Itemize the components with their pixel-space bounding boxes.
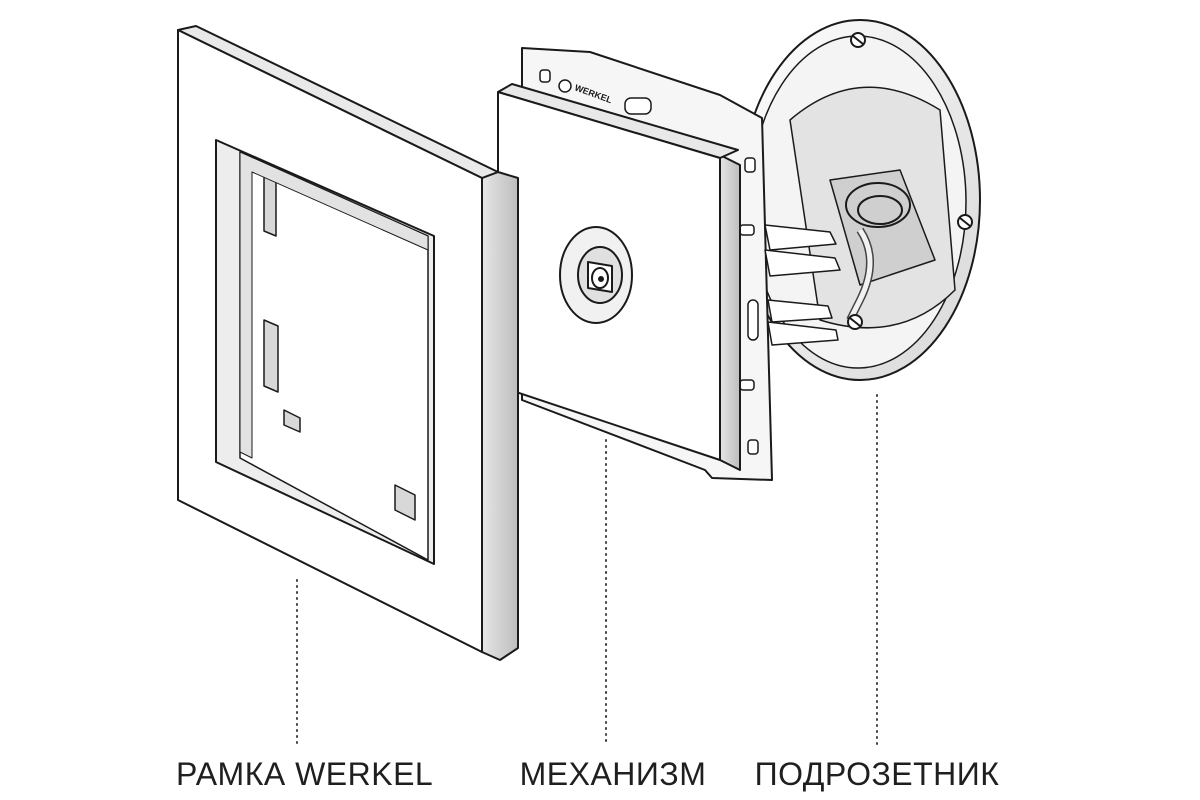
leader-lines	[296, 394, 878, 746]
backbox	[739, 19, 981, 381]
frame-latches	[263, 169, 416, 521]
face-block-side	[719, 154, 741, 471]
coax-socket	[559, 226, 633, 324]
label-mechanism: МЕХАНИЗМ	[519, 756, 707, 792]
screw-top	[850, 32, 866, 48]
screw-bottom	[847, 314, 863, 330]
label-backbox: ПОДРОЗЕТНИК	[754, 756, 1000, 792]
frame-inner-shadow	[239, 151, 429, 459]
frame-side	[481, 171, 519, 661]
terminals	[764, 224, 841, 346]
plate-holes	[539, 69, 759, 455]
mechanism: WERKEL	[497, 47, 841, 481]
cable-coil	[845, 182, 911, 322]
label-frame: РАМКА WERKEL	[176, 756, 434, 792]
screw-right	[957, 214, 973, 230]
frame	[177, 25, 519, 661]
